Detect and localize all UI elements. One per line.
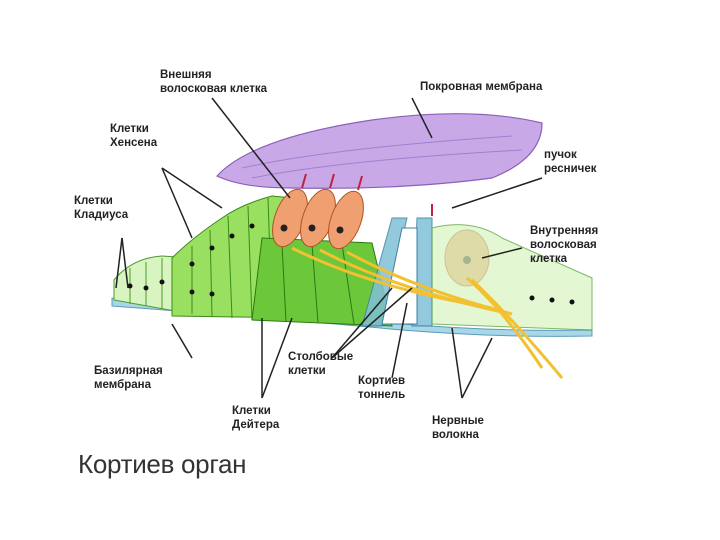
- tectorial-membrane: [217, 114, 542, 189]
- diagram-title: Кортиев орган: [78, 449, 246, 480]
- label-tectorial-membrane: Покровная мембрана: [420, 80, 542, 94]
